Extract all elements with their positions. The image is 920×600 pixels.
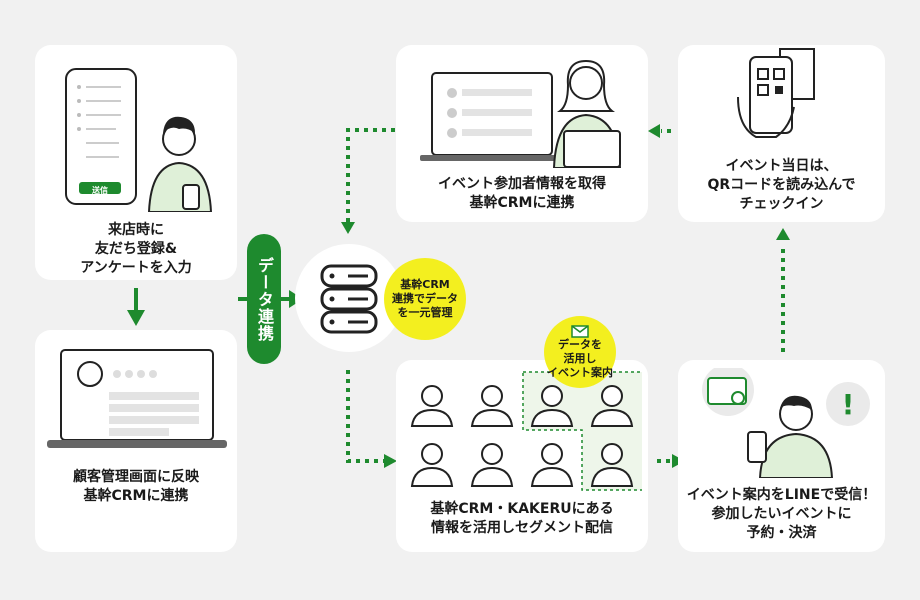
line-receive-caption: イベント案内をLINEで受信！参加したいイベントに予約・決済 <box>686 487 877 541</box>
phone-send-label: 送信 <box>92 186 108 195</box>
phone-person-illustration: ! <box>702 368 870 478</box>
crm-screen-caption: 顧客管理画面に反映基幹CRMに連携 <box>73 469 199 504</box>
segment-caption: 基幹CRM・KAKERUにある情報を活用しセグメント配信 <box>430 501 614 536</box>
person-icon <box>552 59 622 168</box>
store-visit-caption: 来店時に友だち登録&アンケートを入力 <box>80 222 192 276</box>
qr-code-icon <box>737 48 815 138</box>
person-icon <box>747 395 834 478</box>
card-checkin: イベント当日は、QRコードを読み込んでチェックイン <box>678 45 885 222</box>
exclamation-icon: ! <box>842 388 855 421</box>
event-info-caption: イベント参加者情報を取得基幹CRMに連携 <box>438 176 606 211</box>
envelope-icon <box>571 324 589 338</box>
card-crm-screen: 顧客管理画面に反映基幹CRMに連携 <box>35 330 237 552</box>
laptop-icon <box>47 349 227 448</box>
checkin-caption: イベント当日は、QRコードを読み込んでチェックイン <box>707 158 856 212</box>
phone-icon <box>65 68 137 205</box>
database-icon <box>320 264 378 334</box>
person-icon <box>147 116 213 212</box>
card-line-receive: ! イベント案内をLINEで受信！参加したいイベントに予約・決済 <box>678 360 885 552</box>
people-grid-illustration <box>410 371 642 491</box>
card-store-visit: 送信 来店時に友だち登録&アンケートを入力 <box>35 45 237 280</box>
card-segment: 基幹CRM・KAKERUにある情報を活用しセグメント配信 <box>396 360 648 552</box>
phone-person-illustration <box>65 68 213 212</box>
laptop-person-illustration <box>420 59 622 168</box>
data-link-pill: データ連携 <box>247 234 281 364</box>
badge-event-guide: データを活用しイベント案内 <box>544 316 616 388</box>
card-event-info: イベント参加者情報を取得基幹CRMに連携 <box>396 45 648 222</box>
